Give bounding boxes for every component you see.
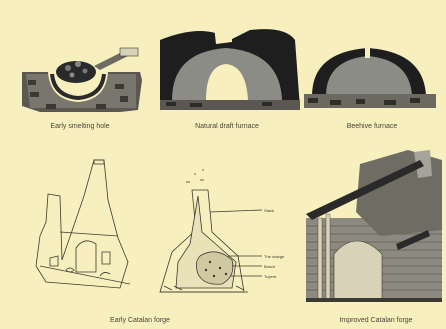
- caption-improved-catalan-forge: Improved Catalan forge: [339, 317, 412, 324]
- early-smelting-hole-illustration: [22, 48, 142, 112]
- label-bosch: Bosch: [264, 264, 275, 269]
- caption-early-smelting-hole: Early smelting hole: [50, 123, 109, 130]
- label-tuyere: Tuyere: [264, 274, 277, 279]
- caption-early-catalan-forge: Early Catalan forge: [110, 317, 170, 324]
- label-stack: Stack: [264, 208, 274, 213]
- beehive-furnace-illustration: [304, 46, 436, 108]
- caption-natural-draft-furnace: Natural draft furnace: [195, 123, 259, 130]
- improved-catalan-forge-illustration: [306, 150, 442, 302]
- natural-draft-furnace-illustration: [160, 22, 300, 110]
- catalan-forge-cross-section: [160, 170, 262, 292]
- caption-beehive-furnace: Beehive furnace: [347, 123, 398, 130]
- label-the-charge: The charge: [264, 254, 285, 259]
- early-catalan-forge-illustration: [36, 160, 130, 288]
